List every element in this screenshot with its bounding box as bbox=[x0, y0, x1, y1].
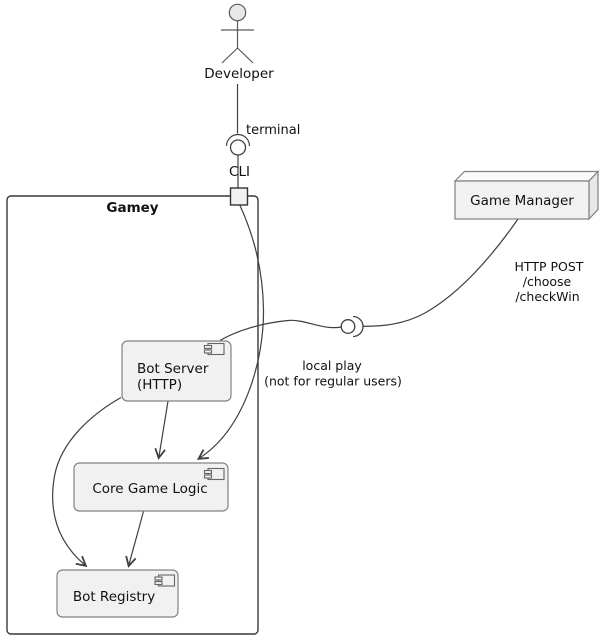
component-bot-server-label-line1: Bot Server bbox=[137, 361, 209, 377]
local-play-label-line2: (not for regular users) bbox=[264, 374, 402, 389]
edge-core-registry bbox=[125, 510, 145, 568]
component-core-game-logic bbox=[73, 462, 229, 512]
component-icon bbox=[203, 467, 225, 481]
http-post-label-line2: /choose bbox=[523, 274, 572, 289]
http-interface-ball-icon bbox=[340, 319, 356, 334]
http-post-label-line3: /checkWin bbox=[515, 289, 579, 304]
node-game-manager-label: Game Manager bbox=[470, 193, 574, 209]
component-bot-registry-box bbox=[56, 569, 179, 618]
actor-developer bbox=[221, 3, 254, 64]
terminal-socket-arc bbox=[225, 133, 251, 147]
edge-ball-bot-server bbox=[219, 319, 342, 342]
edge-bot-server-core bbox=[154, 400, 169, 460]
node-game-manager bbox=[453, 169, 600, 221]
package-gamey-title: Gamey bbox=[106, 200, 158, 216]
component-bot-registry-label: Bot Registry bbox=[73, 589, 155, 605]
terminal-interface-label: terminal bbox=[246, 123, 300, 138]
package-gamey-boundary bbox=[6, 195, 259, 635]
cli-port-square bbox=[229, 187, 249, 206]
component-bot-server-box bbox=[121, 340, 232, 402]
component-bot-registry bbox=[56, 569, 179, 618]
component-core-game-logic-box bbox=[73, 462, 229, 512]
edge-local-play bbox=[196, 205, 265, 460]
component-core-game-logic-label: Core Game Logic bbox=[92, 481, 207, 497]
component-icon bbox=[154, 574, 176, 587]
terminal-ball-icon bbox=[229, 139, 247, 156]
actor-developer-label: Developer bbox=[204, 66, 274, 82]
node-top-face bbox=[453, 170, 600, 182]
local-play-label-line1: local play bbox=[302, 358, 362, 373]
actor-body-icon bbox=[221, 20, 254, 64]
edge-game-manager-socket bbox=[362, 218, 519, 327]
actor-head-icon bbox=[228, 3, 247, 22]
http-post-label-line1: HTTP POST bbox=[515, 259, 584, 274]
edge-bot-server-registry bbox=[52, 396, 122, 568]
http-interface-socket-arc bbox=[352, 315, 364, 338]
component-bot-server bbox=[121, 340, 232, 402]
cli-port-label: CLI bbox=[229, 164, 250, 180]
component-icon bbox=[203, 342, 225, 356]
node-front-face bbox=[454, 180, 590, 220]
component-bot-server-label-line2: (HTTP) bbox=[137, 377, 182, 393]
